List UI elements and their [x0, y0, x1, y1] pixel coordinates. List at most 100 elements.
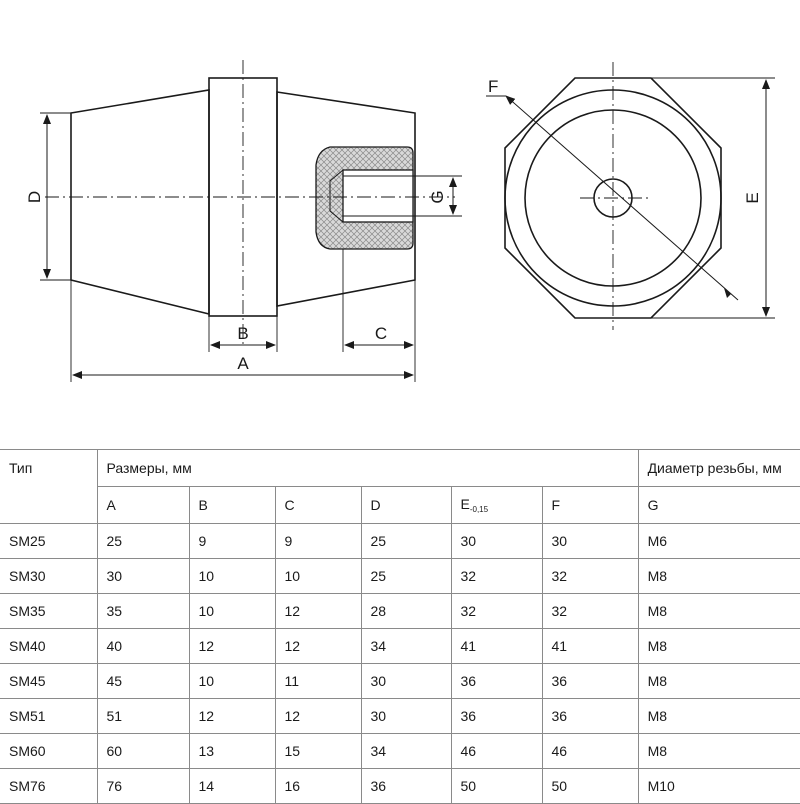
table-cell-a: 30 — [96, 558, 190, 594]
table-cell-f: 36 — [541, 663, 639, 699]
left-cone — [70, 89, 210, 316]
dim-e-label: E — [743, 192, 762, 203]
table-cell-type: SM25 — [0, 523, 98, 559]
table-cell-b: 10 — [188, 663, 276, 699]
table-cell-d: 25 — [360, 558, 452, 594]
table-cell-e: 30 — [450, 523, 543, 559]
column-header-e: E-0,15 — [450, 486, 543, 524]
table-cell-a: 76 — [96, 768, 190, 804]
table-cell-a: 35 — [96, 593, 190, 629]
dim-d-label: D — [25, 191, 44, 203]
column-header-a: A — [96, 486, 190, 524]
table-cell-d: 34 — [360, 628, 452, 664]
table-cell-f: 41 — [541, 628, 639, 664]
table-cell-d: 30 — [360, 663, 452, 699]
table-cell-b: 12 — [188, 628, 276, 664]
table-cell-e: 36 — [450, 698, 543, 734]
table-cell-f: 36 — [541, 698, 639, 734]
table-cell-d: 25 — [360, 523, 452, 559]
technical-drawing: D G B C A F — [25, 60, 775, 382]
table-cell-b: 10 — [188, 593, 276, 629]
table-cell-g: M6 — [637, 523, 800, 559]
table-cell-type: SM30 — [0, 558, 98, 594]
dim-g-label: G — [428, 190, 447, 203]
column-header-e-letter: E — [460, 496, 470, 512]
dimensions-header: Размеры, мм — [96, 449, 639, 487]
dim-a-label: A — [237, 354, 249, 373]
table-cell-c: 15 — [274, 733, 362, 769]
table-cell-c: 9 — [274, 523, 362, 559]
column-header-f: F — [541, 486, 639, 524]
table-header-row-1: Тип Размеры, мм Диаметр резьбы, мм — [0, 449, 800, 524]
table-cell-g: M8 — [637, 593, 800, 629]
table-cell-e: 32 — [450, 593, 543, 629]
bore-chamfer — [329, 169, 344, 223]
table-cell-e: 50 — [450, 768, 543, 804]
table-cell-a: 51 — [96, 698, 190, 734]
table-cell-b: 13 — [188, 733, 276, 769]
table-cell-type: SM40 — [0, 628, 98, 664]
table-cell-g: M8 — [637, 698, 800, 734]
column-header-c: C — [274, 486, 362, 524]
type-header: Тип — [0, 449, 98, 524]
table-cell-b: 14 — [188, 768, 276, 804]
table-cell-g: M10 — [637, 768, 800, 804]
dim-f-line — [505, 95, 739, 301]
end-view: F E — [486, 62, 775, 330]
table-cell-c: 12 — [274, 593, 362, 629]
table-cell-c: 12 — [274, 698, 362, 734]
column-header-d: D — [360, 486, 452, 524]
table-cell-g: M8 — [637, 733, 800, 769]
thread-bore — [342, 169, 414, 223]
table-cell-a: 60 — [96, 733, 190, 769]
table-header-row-2: A B C D E-0,15 F G — [0, 486, 800, 524]
insulator-drawing-svg: D G B C A F — [25, 60, 775, 382]
table-cell-c: 11 — [274, 663, 362, 699]
table-cell-type: SM45 — [0, 663, 98, 699]
table-cell-b: 12 — [188, 698, 276, 734]
table-cell-f: 32 — [541, 558, 639, 594]
table-cell-e: 36 — [450, 663, 543, 699]
thread-header: Диаметр резьбы, мм — [637, 449, 800, 487]
column-header-b: B — [188, 486, 276, 524]
dimensions-table: Тип Размеры, мм Диаметр резьбы, мм A B C… — [0, 449, 800, 804]
table-cell-e: 46 — [450, 733, 543, 769]
table-cell-type: SM51 — [0, 698, 98, 734]
table-cell-type: SM60 — [0, 733, 98, 769]
dim-c-label: C — [375, 324, 387, 343]
table-cell-type: SM76 — [0, 768, 98, 804]
table-cell-f: 32 — [541, 593, 639, 629]
table-cell-e: 41 — [450, 628, 543, 664]
table-cell-b: 9 — [188, 523, 276, 559]
table-cell-a: 25 — [96, 523, 190, 559]
table-cell-b: 10 — [188, 558, 276, 594]
table-cell-g: M8 — [637, 628, 800, 664]
table-cell-d: 36 — [360, 768, 452, 804]
table-cell-c: 10 — [274, 558, 362, 594]
table-cell-f: 50 — [541, 768, 639, 804]
table-cell-d: 28 — [360, 593, 452, 629]
table-cell-f: 46 — [541, 733, 639, 769]
dim-f-arrow-end — [724, 288, 731, 298]
table-cell-g: M8 — [637, 558, 800, 594]
table-cell-type: SM35 — [0, 593, 98, 629]
table-cell-a: 40 — [96, 628, 190, 664]
column-header-g: G — [637, 486, 800, 524]
table-cell-g: M8 — [637, 663, 800, 699]
table-cell-d: 34 — [360, 733, 452, 769]
table-cell-e: 32 — [450, 558, 543, 594]
dim-f-label: F — [488, 77, 498, 96]
table-cell-a: 45 — [96, 663, 190, 699]
column-header-e-tolerance: -0,15 — [469, 505, 489, 514]
table-cell-c: 16 — [274, 768, 362, 804]
table-cell-f: 30 — [541, 523, 639, 559]
